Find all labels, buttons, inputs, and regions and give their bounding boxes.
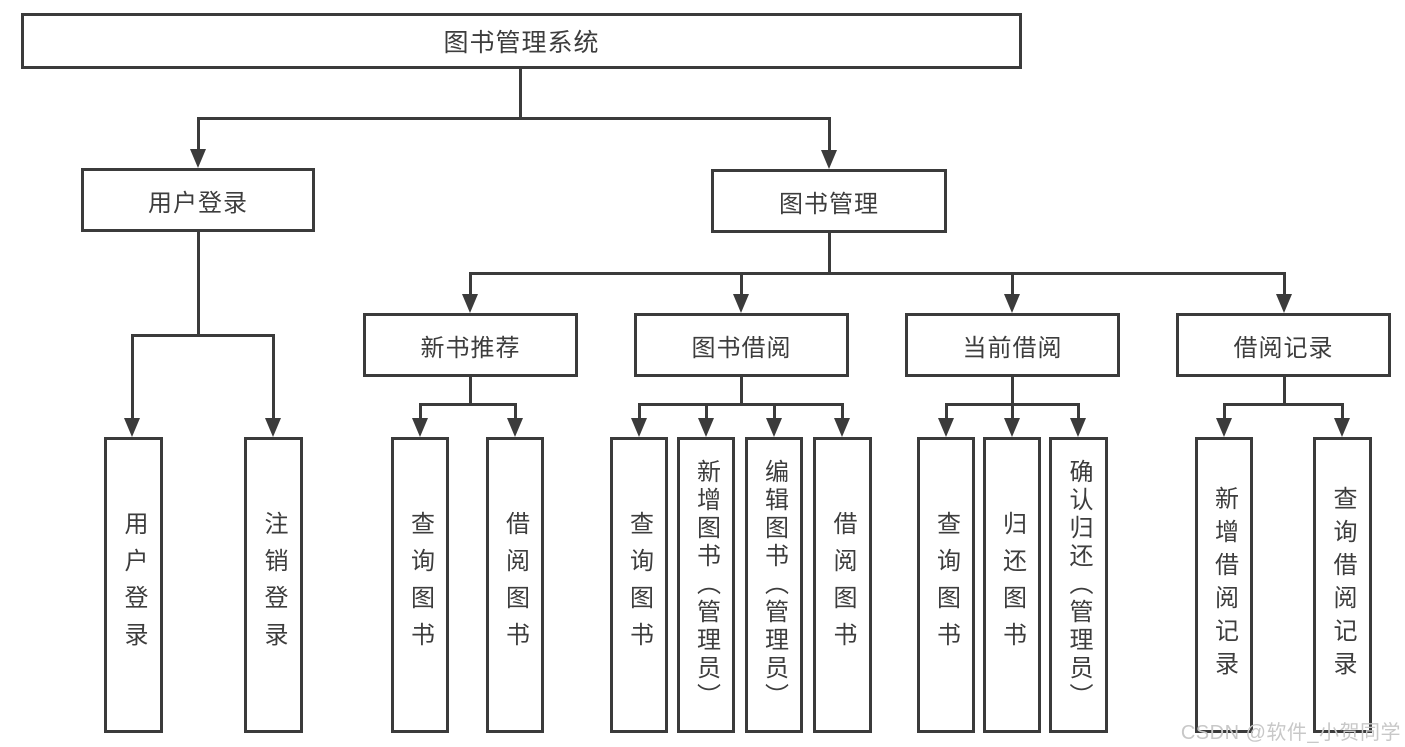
arrow-down-icon bbox=[265, 418, 281, 437]
arrow-down-icon bbox=[821, 150, 837, 169]
node-borrowing-records: 借阅记录 bbox=[1176, 313, 1391, 377]
connector-line bbox=[740, 272, 743, 295]
arrow-down-icon bbox=[1334, 418, 1350, 437]
connector-line bbox=[828, 233, 831, 275]
leaf-query-books-1: 查询图书 bbox=[391, 437, 449, 733]
node-new-book-recommend-label: 新书推荐 bbox=[420, 334, 521, 362]
leaf-user-login: 用户登录 bbox=[104, 437, 163, 733]
leaf-query-books-3: 查询图书 bbox=[917, 437, 975, 733]
arrow-down-icon bbox=[698, 418, 714, 437]
node-root-library-system: 图书管理系统 bbox=[21, 13, 1022, 69]
leaf-borrow-books-2-label: 借阅图书 bbox=[829, 511, 856, 659]
connector-line bbox=[773, 403, 776, 419]
node-book-management-label: 图书管理 bbox=[779, 190, 879, 218]
connector-line bbox=[1223, 403, 1344, 406]
leaf-query-borrow-record-label: 查询借阅记录 bbox=[1329, 486, 1356, 684]
connector-line bbox=[272, 334, 275, 419]
arrow-down-icon bbox=[938, 418, 954, 437]
connector-line bbox=[1011, 377, 1014, 406]
arrow-down-icon bbox=[190, 149, 206, 168]
leaf-add-borrow-record: 新增借阅记录 bbox=[1195, 437, 1253, 733]
connector-line bbox=[197, 232, 200, 337]
connector-line bbox=[1223, 403, 1226, 419]
leaf-user-login-label: 用户登录 bbox=[120, 511, 147, 659]
connector-line bbox=[740, 377, 743, 406]
arrow-down-icon bbox=[462, 294, 478, 313]
leaf-query-books-1-label: 查询图书 bbox=[406, 511, 434, 659]
arrow-down-icon bbox=[1004, 294, 1020, 313]
leaf-return-books: 归还图书 bbox=[983, 437, 1041, 733]
arrow-down-icon bbox=[124, 418, 140, 437]
connector-line bbox=[1077, 403, 1080, 419]
leaf-query-borrow-record: 查询借阅记录 bbox=[1313, 437, 1372, 733]
node-borrowing-records-label: 借阅记录 bbox=[1233, 334, 1334, 362]
node-current-borrowing-label: 当前借阅 bbox=[962, 334, 1063, 362]
leaf-add-books-admin-label: 新增图书（管理员） bbox=[692, 459, 720, 711]
connector-line bbox=[1011, 403, 1014, 419]
node-book-borrowing-label: 图书借阅 bbox=[691, 334, 792, 362]
connector-line bbox=[469, 272, 472, 295]
connector-line bbox=[1283, 377, 1286, 406]
connector-line bbox=[1341, 403, 1344, 419]
leaf-query-books-2-label: 查询图书 bbox=[625, 511, 653, 659]
connector-line bbox=[419, 403, 422, 419]
connector-line bbox=[945, 403, 948, 419]
leaf-confirm-return-admin-label: 确认归还（管理员） bbox=[1065, 459, 1092, 711]
arrow-down-icon bbox=[1276, 294, 1292, 313]
node-new-book-recommend: 新书推荐 bbox=[363, 313, 578, 377]
csdn-watermark: CSDN @软件_小贺同学 bbox=[1180, 722, 1401, 744]
connector-line bbox=[197, 117, 831, 120]
connector-line bbox=[469, 272, 1286, 275]
arrow-down-icon bbox=[834, 418, 850, 437]
connector-line bbox=[705, 403, 708, 419]
node-user-login-label: 用户登录 bbox=[148, 189, 248, 217]
node-current-borrowing: 当前借阅 bbox=[905, 313, 1120, 377]
connector-line bbox=[469, 377, 472, 406]
connector-line bbox=[638, 403, 844, 406]
arrow-down-icon bbox=[766, 418, 782, 437]
arrow-down-icon bbox=[733, 294, 749, 313]
node-user-login: 用户登录 bbox=[81, 168, 315, 232]
arrow-down-icon bbox=[507, 418, 523, 437]
connector-line bbox=[131, 334, 134, 419]
arrow-down-icon bbox=[1070, 418, 1086, 437]
leaf-query-books-3-label: 查询图书 bbox=[932, 511, 960, 659]
arrow-down-icon bbox=[412, 418, 428, 437]
connector-line bbox=[841, 403, 844, 419]
leaf-borrow-books-1-label: 借阅图书 bbox=[501, 511, 529, 659]
connector-line bbox=[828, 117, 831, 151]
leaf-edit-books-admin-label: 编辑图书（管理员） bbox=[760, 459, 788, 711]
leaf-query-books-2: 查询图书 bbox=[610, 437, 668, 733]
connector-line bbox=[638, 403, 641, 419]
connector-line bbox=[1011, 272, 1014, 295]
leaf-logout: 注销登录 bbox=[244, 437, 303, 733]
connector-line bbox=[131, 334, 275, 337]
leaf-borrow-books-2: 借阅图书 bbox=[813, 437, 872, 733]
leaf-logout-label: 注销登录 bbox=[260, 511, 287, 659]
leaf-return-books-label: 归还图书 bbox=[998, 511, 1026, 659]
node-root-label: 图书管理系统 bbox=[443, 29, 600, 57]
node-book-management: 图书管理 bbox=[711, 169, 947, 233]
connector-line bbox=[197, 117, 200, 150]
arrow-down-icon bbox=[1004, 418, 1020, 437]
leaf-borrow-books-1: 借阅图书 bbox=[486, 437, 544, 733]
leaf-add-borrow-record-label: 新增借阅记录 bbox=[1210, 486, 1238, 684]
node-book-borrowing: 图书借阅 bbox=[634, 313, 849, 377]
connector-line bbox=[514, 403, 517, 419]
arrow-down-icon bbox=[1216, 418, 1232, 437]
connector-line bbox=[1283, 272, 1286, 295]
arrow-down-icon bbox=[631, 418, 647, 437]
connector-line bbox=[419, 403, 517, 406]
leaf-edit-books-admin: 编辑图书（管理员） bbox=[745, 437, 803, 733]
connector-line bbox=[519, 69, 522, 120]
leaf-add-books-admin: 新增图书（管理员） bbox=[677, 437, 735, 733]
leaf-confirm-return-admin: 确认归还（管理员） bbox=[1049, 437, 1108, 733]
